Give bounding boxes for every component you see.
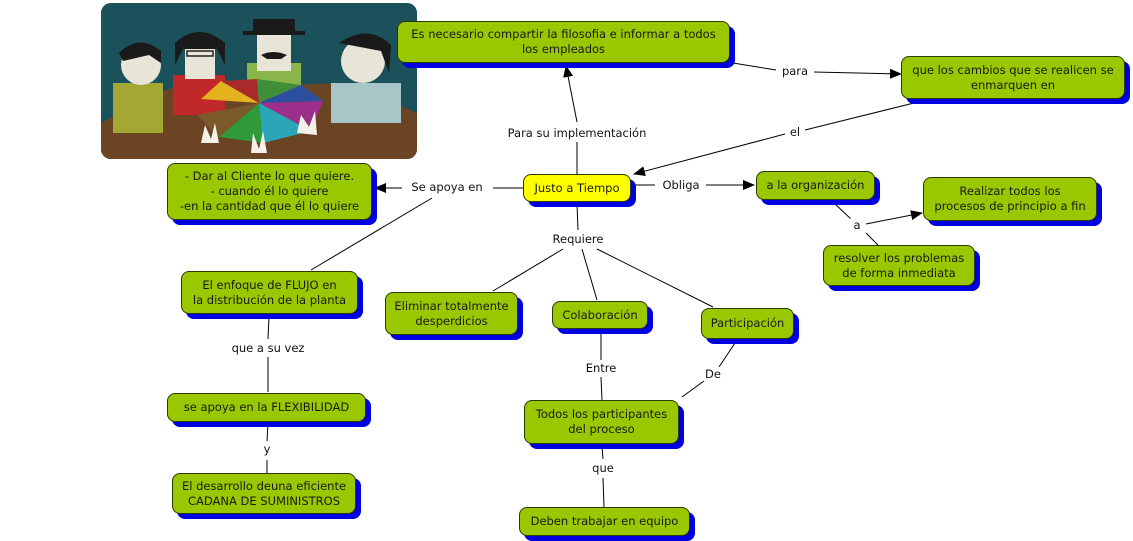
connector-line <box>833 202 853 221</box>
node-eliminar-desperdicios[interactable]: Eliminar totalmente desperdicios <box>385 292 518 335</box>
connector-line <box>267 315 270 340</box>
node-trabajar-en-equipo[interactable]: Deben trabajar en equipo <box>519 507 690 536</box>
node-cadena-suministros[interactable]: El desarrollo deuna eficiente CADANA DE … <box>172 473 356 514</box>
connector-line <box>596 248 714 308</box>
connector-line <box>310 197 433 271</box>
connector-line <box>804 101 919 131</box>
connector-line <box>865 232 879 246</box>
link-label-que-a-su-vez: que a su vez <box>228 341 308 355</box>
node-resolver-problemas[interactable]: resolver los problemas de forma inmediat… <box>823 245 975 286</box>
node-realizar-procesos[interactable]: Realizar todos los procesos de principio… <box>923 177 1097 221</box>
node-cambios-enmarquen[interactable]: que los cambios que se realicen se enmar… <box>901 56 1125 99</box>
link-label-requiere: Requiere <box>549 232 607 246</box>
link-label-y: y <box>260 442 274 456</box>
link-label-entre: Entre <box>582 361 620 375</box>
node-compartir-filosofia[interactable]: Es necesario compartir la filosofia e in… <box>397 21 730 63</box>
link-label-se-apoya-en: Se apoya en <box>408 180 486 194</box>
node-organizacion[interactable]: a la organización <box>756 171 875 200</box>
node-justo-a-tiempo[interactable]: Justo a Tiempo <box>523 174 631 202</box>
connector-line <box>681 380 705 398</box>
connector-line <box>602 477 605 508</box>
connector-line <box>600 376 603 401</box>
node-colaboracion[interactable]: Colaboración <box>552 301 648 329</box>
connector-line <box>732 62 777 71</box>
connector-arrow <box>865 210 923 225</box>
teamwork-illustration <box>101 3 417 159</box>
connector-line <box>718 339 738 368</box>
connector-line <box>601 445 604 460</box>
connector-line <box>576 203 579 231</box>
link-label-implementacion: Para su implementación <box>504 126 650 140</box>
link-label-que: que <box>589 461 617 475</box>
connector-line <box>581 248 598 301</box>
node-flexibilidad[interactable]: se apoya en la FLEXIBILIDAD <box>167 393 366 422</box>
link-label-a: a <box>850 218 864 232</box>
node-dar-al-cliente[interactable]: - Dar al Cliente lo que quiere. - cuando… <box>167 163 372 220</box>
connector-arrow <box>563 65 578 123</box>
node-todos-participantes[interactable]: Todos los participantes del proceso <box>524 400 679 444</box>
link-label-el: el <box>786 125 804 139</box>
link-label-obliga: Obliga <box>659 178 703 192</box>
connector-arrow <box>633 133 786 177</box>
node-enfoque-flujo[interactable]: El enfoque de FLUJO en la distribución d… <box>181 271 358 314</box>
node-participacion[interactable]: Participación <box>701 308 794 339</box>
link-label-para: para <box>778 64 812 78</box>
connector-line <box>492 248 564 292</box>
connector-line <box>266 422 269 442</box>
link-label-de: De <box>702 367 724 381</box>
connector-arrow <box>813 68 902 79</box>
